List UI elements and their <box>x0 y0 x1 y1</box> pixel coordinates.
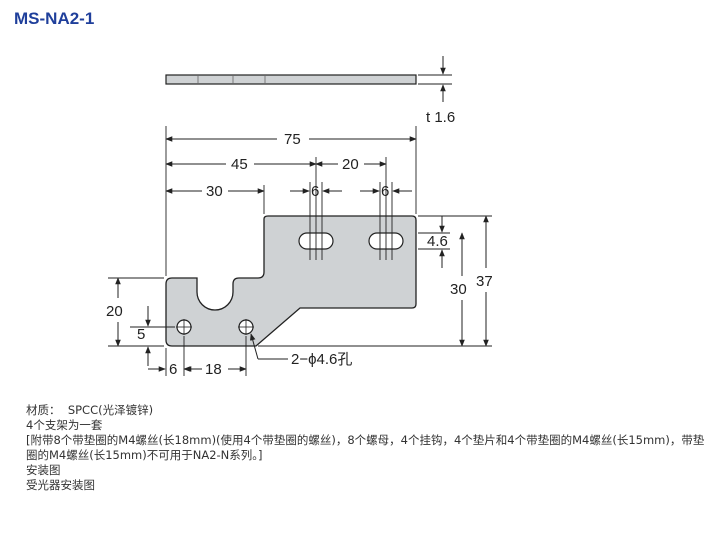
set-title: 4个支架为一套 <box>26 418 103 432</box>
top-view-plate <box>165 74 417 85</box>
dim-30-right-label: 30 <box>450 281 467 298</box>
dim-75-label: 75 <box>284 131 301 148</box>
dim-20-left-label: 20 <box>106 303 123 320</box>
dim-6-right-label: 6 <box>381 183 389 200</box>
dim-30-top-label: 30 <box>206 183 223 200</box>
thickness-label: t 1.6 <box>426 109 455 126</box>
material-value: SPCC(光泽镀锌) <box>67 403 154 417</box>
bracket-drawing: t 1.6 <box>106 56 493 378</box>
dim-5-label: 5 <box>137 326 145 343</box>
hole-note-label: 2−ϕ4.6孔 <box>291 351 352 368</box>
dim-4-6-label: 4.6 <box>427 233 448 250</box>
dim-45-label: 45 <box>231 156 248 173</box>
dim-6-left-label: 6 <box>311 183 319 200</box>
thickness-dimension <box>418 56 452 102</box>
notes: 材质： SPCC(光泽镀锌) 4个支架为一套 [附带8个带垫圈的M4螺丝(长18… <box>26 403 711 493</box>
dimension-lines <box>115 136 489 372</box>
section-receiver: 受光器安装图 <box>26 478 95 492</box>
material-label: 材质： <box>26 403 61 417</box>
material-line: 材质： SPCC(光泽镀锌) <box>26 403 711 418</box>
bracket-body <box>165 215 417 347</box>
dim-37-label: 37 <box>476 273 493 290</box>
dim-20-top-label: 20 <box>342 156 359 173</box>
section-install: 安装图 <box>26 463 61 477</box>
set-description: [附带8个带垫圈的M4螺丝(长18mm)(使用4个带垫圈的螺丝)，8个螺母，4个… <box>26 433 705 462</box>
dim-18-label: 18 <box>205 361 222 378</box>
dim-6-bottom-label: 6 <box>169 361 177 378</box>
page-title: MS-NA2-1 <box>14 9 95 28</box>
